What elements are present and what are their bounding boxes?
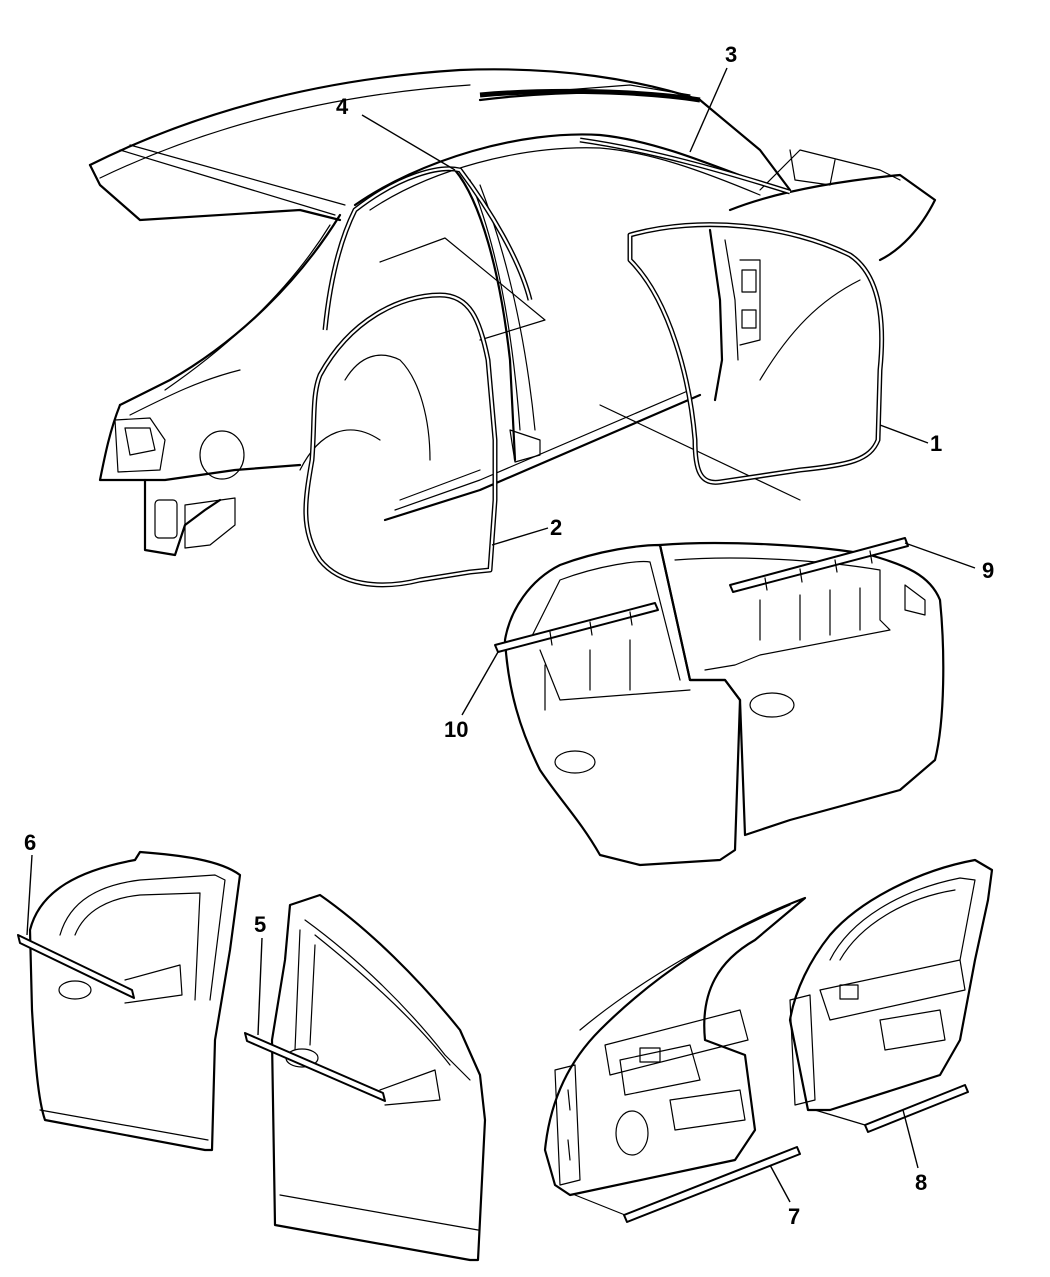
front-door-outer — [244, 893, 487, 1262]
leader-1 — [879, 424, 929, 444]
leader-7 — [769, 1164, 791, 1203]
callout-2: 2 — [550, 515, 562, 540]
leader-8 — [902, 1109, 919, 1169]
callout-6: 6 — [24, 830, 36, 855]
callout-8: 8 — [915, 1170, 927, 1195]
callout-labels: 1 2 3 4 5 6 7 8 9 10 — [24, 42, 994, 1229]
part-9-front-belt-weatherstrip — [729, 537, 909, 593]
leader-2 — [491, 527, 549, 546]
rear-door-outer — [17, 850, 242, 1152]
leader-9 — [904, 542, 976, 569]
callout-7: 7 — [788, 1204, 800, 1229]
callout-4: 4 — [336, 94, 349, 119]
rear-door-interior — [788, 858, 994, 1133]
part-1-front-door-opening-seal — [627, 222, 885, 485]
doors-exterior-pair — [503, 541, 945, 867]
leader-lines — [26, 67, 976, 1203]
callout-1: 1 — [930, 431, 942, 456]
callout-3: 3 — [725, 42, 737, 67]
leader-4 — [361, 114, 456, 171]
part-6-belt-strip — [17, 934, 135, 999]
part-10-rear-belt-weatherstrip — [494, 602, 659, 653]
callout-10: 10 — [444, 717, 468, 742]
front-door-interior — [543, 896, 807, 1223]
part-7-sill-strip — [623, 1146, 801, 1223]
body-shell — [88, 68, 937, 557]
leader-6 — [26, 854, 33, 936]
leader-5 — [257, 937, 263, 1036]
part-5-belt-strip — [244, 1032, 386, 1102]
part-4-roof-rail-seal — [322, 166, 533, 331]
callout-9: 9 — [982, 558, 994, 583]
callout-5: 5 — [254, 912, 266, 937]
leader-3 — [689, 67, 728, 153]
leader-10 — [461, 651, 499, 716]
part-2-rear-door-opening-seal — [303, 292, 498, 588]
part-8-sill-strip — [864, 1084, 969, 1133]
part-3-roof-molding — [479, 88, 791, 195]
